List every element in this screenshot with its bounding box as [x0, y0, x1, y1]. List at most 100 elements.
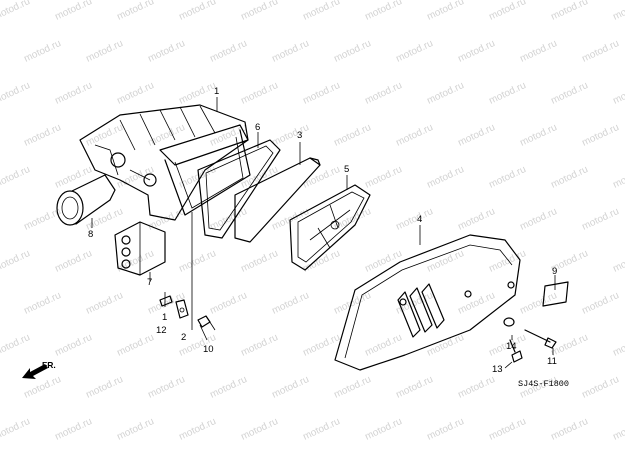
- watermark-text: motod.ru: [53, 164, 93, 191]
- watermark-text: motod.ru: [487, 416, 527, 443]
- leader-lines: [91, 97, 556, 369]
- watermark-text: motod.ru: [239, 332, 279, 359]
- watermark-text: motod.ru: [363, 164, 403, 191]
- watermark-text: motod.ru: [611, 332, 625, 359]
- watermark-text: motod.ru: [549, 80, 589, 107]
- part-number-label: 10: [203, 344, 214, 355]
- watermark-text: motod.ru: [146, 122, 186, 149]
- watermark-text: motod.ru: [425, 80, 465, 107]
- watermark-text: motod.ru: [487, 0, 527, 23]
- air-cleaner-cover: [334, 234, 521, 371]
- watermark-text: motod.ru: [518, 122, 558, 149]
- watermark-text: motod.ru: [518, 38, 558, 65]
- watermark-text: motod.ru: [487, 80, 527, 107]
- watermark-text: motod.ru: [580, 206, 620, 233]
- watermark-text: motod.ru: [0, 332, 32, 359]
- front-direction-label: FR.: [42, 360, 56, 370]
- watermark-text: motod.ru: [580, 374, 620, 401]
- watermark-text: motod.ru: [301, 0, 341, 23]
- watermark-text: motod.ru: [580, 38, 620, 65]
- caution-label: [542, 281, 569, 307]
- watermark-text: motod.ru: [84, 290, 124, 317]
- watermark-text: motod.ru: [425, 416, 465, 443]
- watermark-text: motod.ru: [177, 164, 217, 191]
- watermark-text: motod.ru: [518, 206, 558, 233]
- watermark-text: motod.ru: [0, 164, 32, 191]
- watermark-text: motod.ru: [177, 80, 217, 107]
- watermark-text: motod.ru: [487, 164, 527, 191]
- watermark-text: motod.ru: [53, 332, 93, 359]
- watermark-text: motod.ru: [208, 374, 248, 401]
- watermark-text: motod.ru: [611, 416, 625, 443]
- air-cleaner-case: [79, 104, 251, 221]
- watermark-text: motod.ru: [177, 248, 217, 275]
- watermark-text: motod.ru: [394, 122, 434, 149]
- part-number-label: 3: [297, 130, 302, 141]
- part-number-label: 11: [547, 356, 557, 367]
- front-direction-indicator: FR.: [22, 360, 56, 379]
- watermark-text: motod.ru: [549, 164, 589, 191]
- watermark-text: motod.ru: [0, 80, 32, 107]
- watermark-text: motod.ru: [22, 290, 62, 317]
- watermark-layer: motod.ru motod.ru motod.ru motod.ru motod.ru…: [0, 0, 625, 443]
- watermark-text: motod.ru: [115, 80, 155, 107]
- watermark-text: motod.ru: [487, 248, 527, 275]
- watermark-text: motod.ru: [301, 248, 341, 275]
- watermark-text: motod.ru: [425, 248, 465, 275]
- watermark-text: motod.ru: [611, 164, 625, 191]
- watermark-text: motod.ru: [332, 374, 372, 401]
- watermark-text: motod.ru: [363, 80, 403, 107]
- watermark-text: motod.ru: [146, 374, 186, 401]
- watermark-text: motod.ru: [270, 374, 310, 401]
- watermark-text: motod.ru: [456, 38, 496, 65]
- watermark-text: motod.ru: [456, 206, 496, 233]
- diagram-code: SJ4S-F1800: [518, 379, 569, 389]
- watermark-text: motod.ru: [332, 290, 372, 317]
- part-number-labels: 1 2 3 4 5 6 7 8 9 10 11 12 13 14 1: [88, 86, 557, 375]
- watermark-text: motod.ru: [580, 122, 620, 149]
- watermark-text: motod.ru: [239, 416, 279, 443]
- watermark-text: motod.ru: [208, 38, 248, 65]
- watermark-text: motod.ru: [53, 248, 93, 275]
- watermark-text: motod.ru: [53, 416, 93, 443]
- watermark-text: motod.ru: [301, 80, 341, 107]
- watermark-text: motod.ru: [22, 122, 62, 149]
- watermark-text: motod.ru: [394, 206, 434, 233]
- watermark-text: motod.ru: [115, 164, 155, 191]
- watermark-text: motod.ru: [53, 80, 93, 107]
- watermark-text: motod.ru: [549, 332, 589, 359]
- watermark-text: motod.ru: [84, 122, 124, 149]
- watermark-text: motod.ru: [239, 80, 279, 107]
- watermark-text: motod.ru: [84, 374, 124, 401]
- watermark-text: motod.ru: [115, 416, 155, 443]
- watermark-text: motod.ru: [0, 416, 32, 443]
- air-cleaner-element: [234, 157, 321, 243]
- part-number-label: 7: [147, 277, 152, 288]
- part-number-label: 1: [162, 312, 167, 323]
- part-number-label: 5: [344, 164, 349, 175]
- part-number-label: 6: [255, 122, 260, 133]
- element-holder: [289, 184, 371, 271]
- watermark-text: motod.ru: [456, 290, 496, 317]
- watermark-text: motod.ru: [115, 332, 155, 359]
- watermark-text: motod.ru: [239, 0, 279, 23]
- watermark-text: motod.ru: [549, 416, 589, 443]
- watermark-text: motod.ru: [363, 248, 403, 275]
- watermark-text: motod.ru: [301, 164, 341, 191]
- watermark-text: motod.ru: [611, 0, 625, 23]
- connector-block: [114, 221, 166, 276]
- watermark-text: motod.ru: [53, 0, 93, 23]
- watermark-text: motod.ru: [84, 38, 124, 65]
- part-number-label: 14: [506, 341, 517, 352]
- watermark-text: motod.ru: [270, 290, 310, 317]
- watermark-text: motod.ru: [611, 80, 625, 107]
- watermark-text: motod.ru: [611, 248, 625, 275]
- watermark-text: motod.ru: [394, 374, 434, 401]
- watermark-text: motod.ru: [425, 164, 465, 191]
- small-hardware: [159, 295, 557, 363]
- watermark-text: motod.ru: [456, 374, 496, 401]
- watermark-text: motod.ru: [146, 38, 186, 65]
- intake-tube: [56, 174, 116, 226]
